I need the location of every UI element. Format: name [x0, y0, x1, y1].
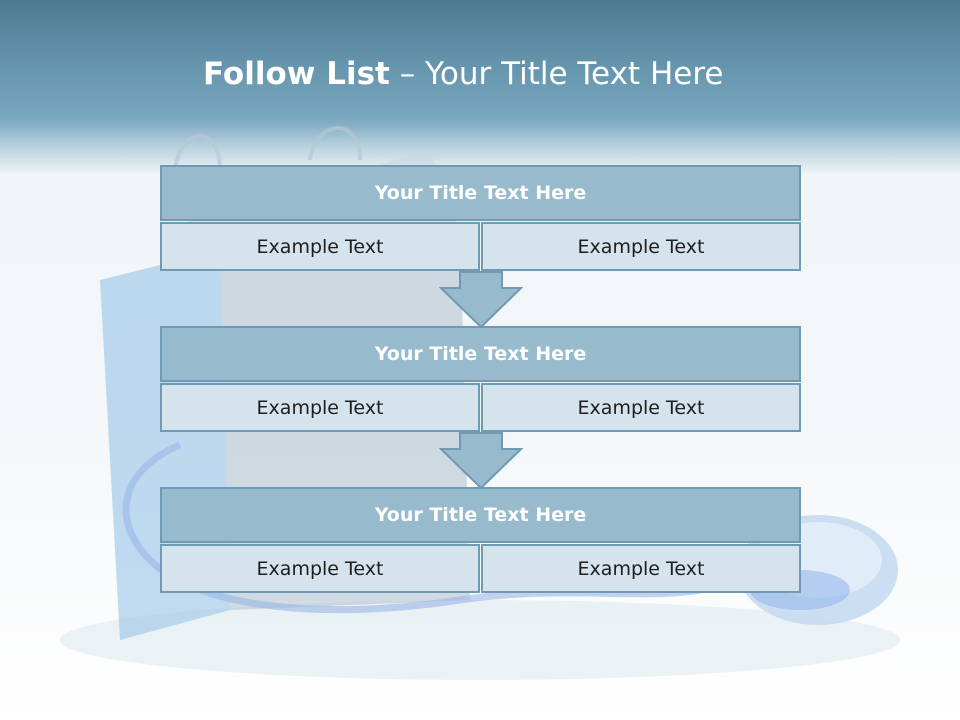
- list-block-1: Your Title Text Here Example Text Exampl…: [160, 165, 801, 271]
- list-block-3: Your Title Text Here Example Text Exampl…: [160, 487, 801, 593]
- block-cell-left: Example Text: [160, 544, 480, 593]
- block-cell-left: Example Text: [160, 222, 480, 271]
- header-band: [0, 0, 960, 175]
- down-arrow-icon: [439, 271, 523, 329]
- block-cell-right: Example Text: [481, 383, 801, 432]
- block-row: Example Text Example Text: [160, 222, 801, 271]
- list-block-2: Your Title Text Here Example Text Exampl…: [160, 326, 801, 432]
- block-cell-right: Example Text: [481, 222, 801, 271]
- title-bold-part: Follow List: [203, 56, 390, 92]
- block-cell-right: Example Text: [481, 544, 801, 593]
- block-row: Example Text Example Text: [160, 544, 801, 593]
- down-arrow-icon: [439, 432, 523, 490]
- block-row: Example Text Example Text: [160, 383, 801, 432]
- block-title: Your Title Text Here: [160, 165, 801, 221]
- title-rest-part: – Your Title Text Here: [389, 56, 724, 92]
- page-title: Follow List – Your Title Text Here: [203, 56, 723, 92]
- block-title: Your Title Text Here: [160, 326, 801, 382]
- block-title: Your Title Text Here: [160, 487, 801, 543]
- block-cell-left: Example Text: [160, 383, 480, 432]
